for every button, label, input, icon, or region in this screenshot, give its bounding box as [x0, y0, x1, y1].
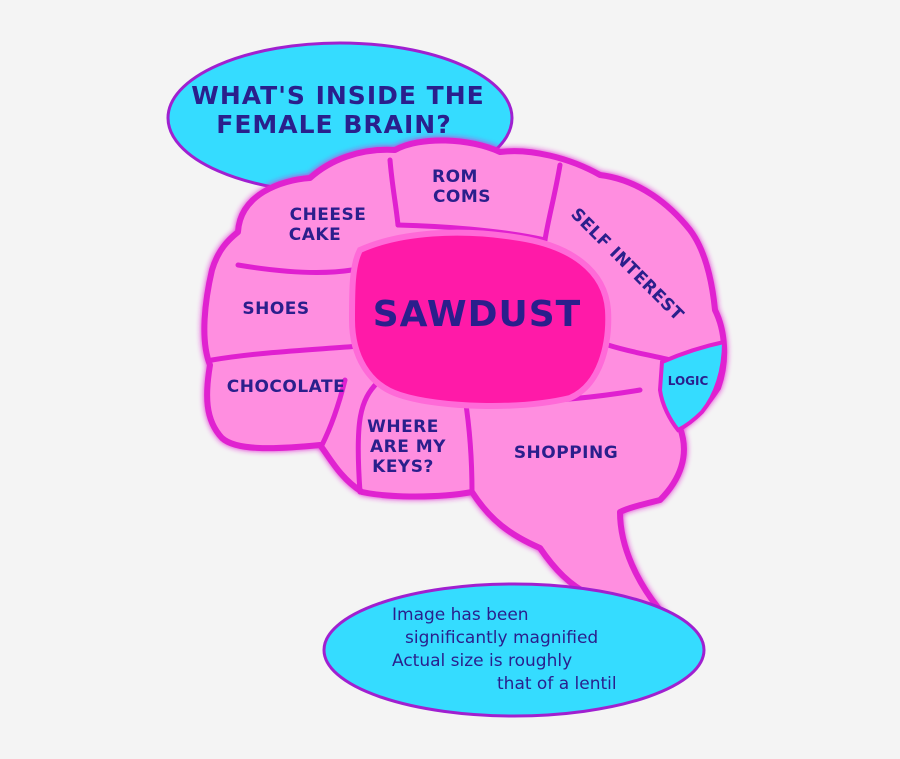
- region-where-line-2: ARE MY: [370, 437, 446, 457]
- region-logic: LOGIC: [668, 374, 709, 388]
- region-where-line-1: WHERE: [367, 417, 439, 437]
- title-line-1: WHAT'S INSIDE THE: [191, 81, 484, 110]
- logic-region: [657, 339, 727, 433]
- sawdust-region: [348, 229, 612, 409]
- region-cheese-cake-line-2: CAKE: [289, 225, 341, 245]
- region-shopping: SHOPPING: [514, 443, 618, 463]
- caption-line-4: that of a lentil: [497, 674, 617, 694]
- region-sawdust: SAWDUST: [373, 294, 581, 335]
- region-rom-coms-line-1: ROM: [432, 167, 478, 187]
- caption-line-1: Image has been: [392, 605, 529, 625]
- caption-line-2: significantly magnified: [405, 628, 598, 648]
- region-rom-coms-line-2: COMS: [433, 187, 491, 207]
- region-where-line-3: KEYS?: [372, 457, 434, 477]
- caption-bubble: [322, 582, 706, 718]
- caption-line-3: Actual size is roughly: [392, 651, 572, 671]
- title-line-2: FEMALE BRAIN?: [216, 110, 451, 139]
- region-chocolate: CHOCOLATE: [227, 377, 345, 397]
- region-cheese-cake-line-1: CHEESE: [290, 205, 367, 225]
- region-shoes: SHOES: [242, 299, 309, 319]
